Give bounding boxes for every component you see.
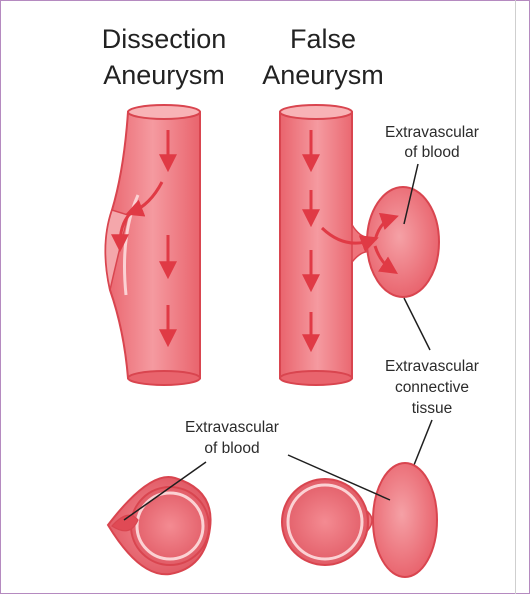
- label-connective-line3: tissue: [412, 400, 453, 417]
- false-title-line1: False: [290, 24, 356, 54]
- false-aneurysm-sac: [367, 187, 439, 297]
- label-extravascular-blood-bottom-line1: Extravascular: [185, 419, 279, 436]
- label-extravascular-blood-top-line2: of blood: [404, 144, 459, 161]
- leader-line-connective-bottom: [412, 420, 432, 470]
- label-extravascular-blood-bottom-line2: of blood: [204, 440, 259, 457]
- dissection-title-line2: Aneurysm: [103, 60, 225, 90]
- leader-line-connective: [404, 298, 430, 350]
- label-connective-line1: Extravascular: [385, 358, 479, 375]
- false-title-line2: Aneurysm: [262, 60, 384, 90]
- label-connective-line2: connective: [395, 379, 469, 396]
- label-extravascular-blood-top-line1: Extravascular: [385, 124, 479, 141]
- dissection-cross-section: [108, 477, 211, 574]
- false-vessel: [280, 105, 370, 385]
- dissection-title-line1: Dissection: [102, 24, 227, 54]
- false-cross-section: [282, 463, 437, 577]
